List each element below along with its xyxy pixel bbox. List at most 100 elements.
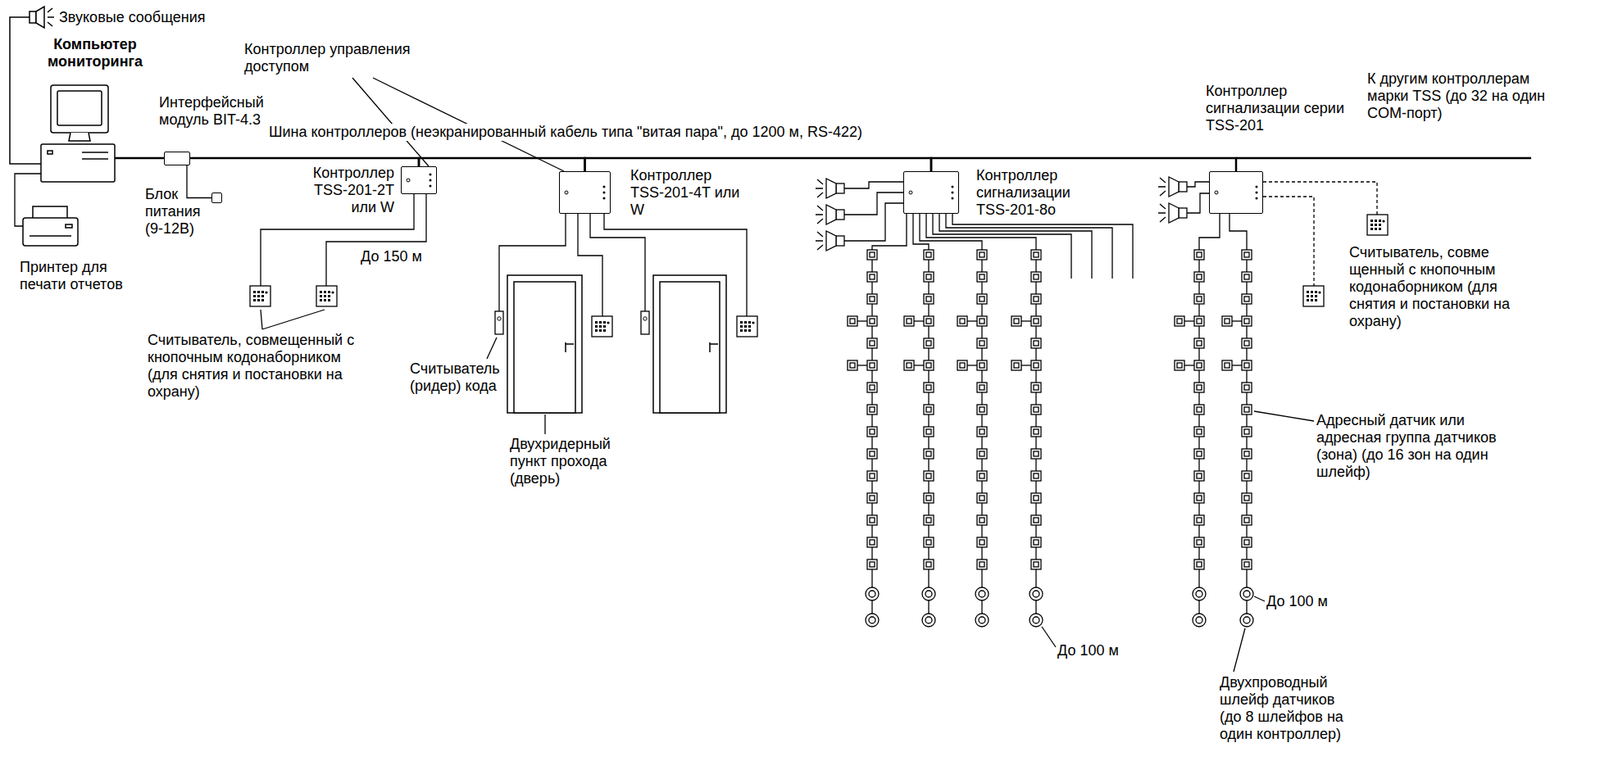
led (1255, 191, 1259, 195)
code-reader (640, 311, 650, 335)
device-label: Контроллер сигнализации TSS-201-8o (976, 167, 1108, 219)
device-box: Контроллер TSS-201-2T или W (400, 166, 437, 195)
annotation: Звуковые сообщения (59, 9, 206, 27)
led (603, 186, 606, 189)
keypad-reader (1303, 286, 1324, 307)
wire (544, 414, 546, 435)
device-label: Контроллер TSS-201-4T или W (630, 167, 746, 219)
wiring (260, 77, 1378, 673)
wire (919, 213, 982, 250)
speaker-icon (9, 6, 55, 164)
led (429, 173, 432, 177)
led (909, 190, 913, 195)
led (406, 178, 410, 182)
wire (932, 213, 1072, 279)
wire (945, 213, 1113, 279)
siren (1158, 203, 1187, 223)
annotation: Двухридерный пункт прохода (дверь) (509, 436, 633, 488)
wire (499, 213, 566, 312)
wire (872, 213, 907, 250)
device-box: Интерфейсный модуль BIT-4.3 (163, 151, 191, 166)
wire (939, 213, 1092, 279)
wire (262, 309, 325, 330)
keypad-reader (316, 286, 337, 307)
bus-connector (186, 165, 212, 199)
sensor-loop (1174, 250, 1206, 628)
annotation: Считыватель (ридер) кода (409, 360, 502, 396)
sensor-loop (957, 250, 989, 628)
wire (604, 213, 747, 317)
wire (590, 213, 646, 312)
wire (1263, 196, 1314, 287)
wire (844, 181, 904, 189)
wire (486, 337, 497, 360)
led (1214, 190, 1219, 195)
annotation: К другим контроллерам марки TSS (до 32 н… (1367, 70, 1555, 123)
door (507, 275, 582, 414)
device-figure: Компьютер мониторинга (40, 85, 115, 182)
wire (1254, 411, 1314, 422)
annotation: До 150 м (360, 248, 423, 266)
device-figure: Принтер для печати отчетов (22, 206, 78, 246)
code-reader (495, 311, 504, 335)
keypad-reader (591, 316, 613, 337)
siren (1158, 177, 1187, 197)
device-label: Принтер для печати отчетов (19, 259, 143, 294)
printer (22, 206, 78, 246)
sensor-loop (847, 250, 879, 628)
led (951, 186, 955, 189)
siren (815, 178, 845, 199)
led (603, 197, 606, 200)
sensor-loop (904, 250, 936, 628)
wire (260, 309, 263, 330)
wire (1186, 181, 1210, 187)
device-label: Контроллер TSS-201-2T или W (287, 164, 395, 217)
wire (844, 203, 904, 241)
led (1255, 186, 1259, 189)
device-box: Контроллер сигнализации серии TSS-201 (1209, 171, 1264, 214)
led (429, 185, 432, 188)
led (951, 191, 955, 195)
wire (1041, 627, 1056, 648)
wire (1233, 628, 1246, 673)
sensor-loop (1222, 250, 1254, 628)
annotation: Считыватель, совмещенный с кнопочным код… (147, 331, 363, 401)
wire (352, 77, 429, 167)
bus-continuation (1236, 157, 1532, 160)
led (1255, 197, 1259, 200)
keypad-reader (736, 316, 758, 337)
monitor-computer (40, 85, 115, 182)
wire (1254, 596, 1265, 602)
wire (1199, 213, 1220, 250)
led (429, 179, 432, 182)
device-label: Контроллер сигнализации серии TSS-201 (1205, 82, 1347, 135)
annotation: Адресный датчик или адресная группа датч… (1316, 412, 1514, 482)
led (564, 190, 569, 195)
sensor-loop (1011, 250, 1043, 628)
device-box: Контроллер TSS-201-4T или W (559, 171, 611, 214)
device-box: Блок питания (9-12В) (211, 192, 223, 204)
led (951, 197, 955, 200)
keypad-reader (1367, 214, 1388, 236)
wire (926, 213, 1037, 250)
annotation: Контроллер управления доступом (244, 40, 433, 76)
wire (1263, 181, 1378, 215)
wire (1186, 193, 1210, 214)
annotation: Шина контроллеров (неэкранированный кабе… (267, 123, 864, 141)
bus-connector (418, 158, 586, 172)
annotation: Считыватель, совме щенный с кнопочным ко… (1349, 244, 1514, 331)
device-label: Компьютер мониторинга (42, 36, 148, 71)
device-label: Блок питания (9-12В) (145, 186, 211, 238)
device-box: Контроллер сигнализации TSS-201-8o (903, 171, 960, 214)
bus-connector (14, 173, 41, 227)
annotation: Двухпроводный шлейф датчиков (до 8 шлейф… (1219, 674, 1351, 744)
siren (815, 204, 845, 225)
keypad-reader (250, 286, 271, 307)
led (603, 191, 606, 195)
annotation: До 100 м (1266, 593, 1328, 611)
annotation: До 100 м (1057, 642, 1119, 660)
bus-connector (114, 157, 164, 160)
door (653, 275, 727, 414)
wire (1229, 213, 1247, 250)
